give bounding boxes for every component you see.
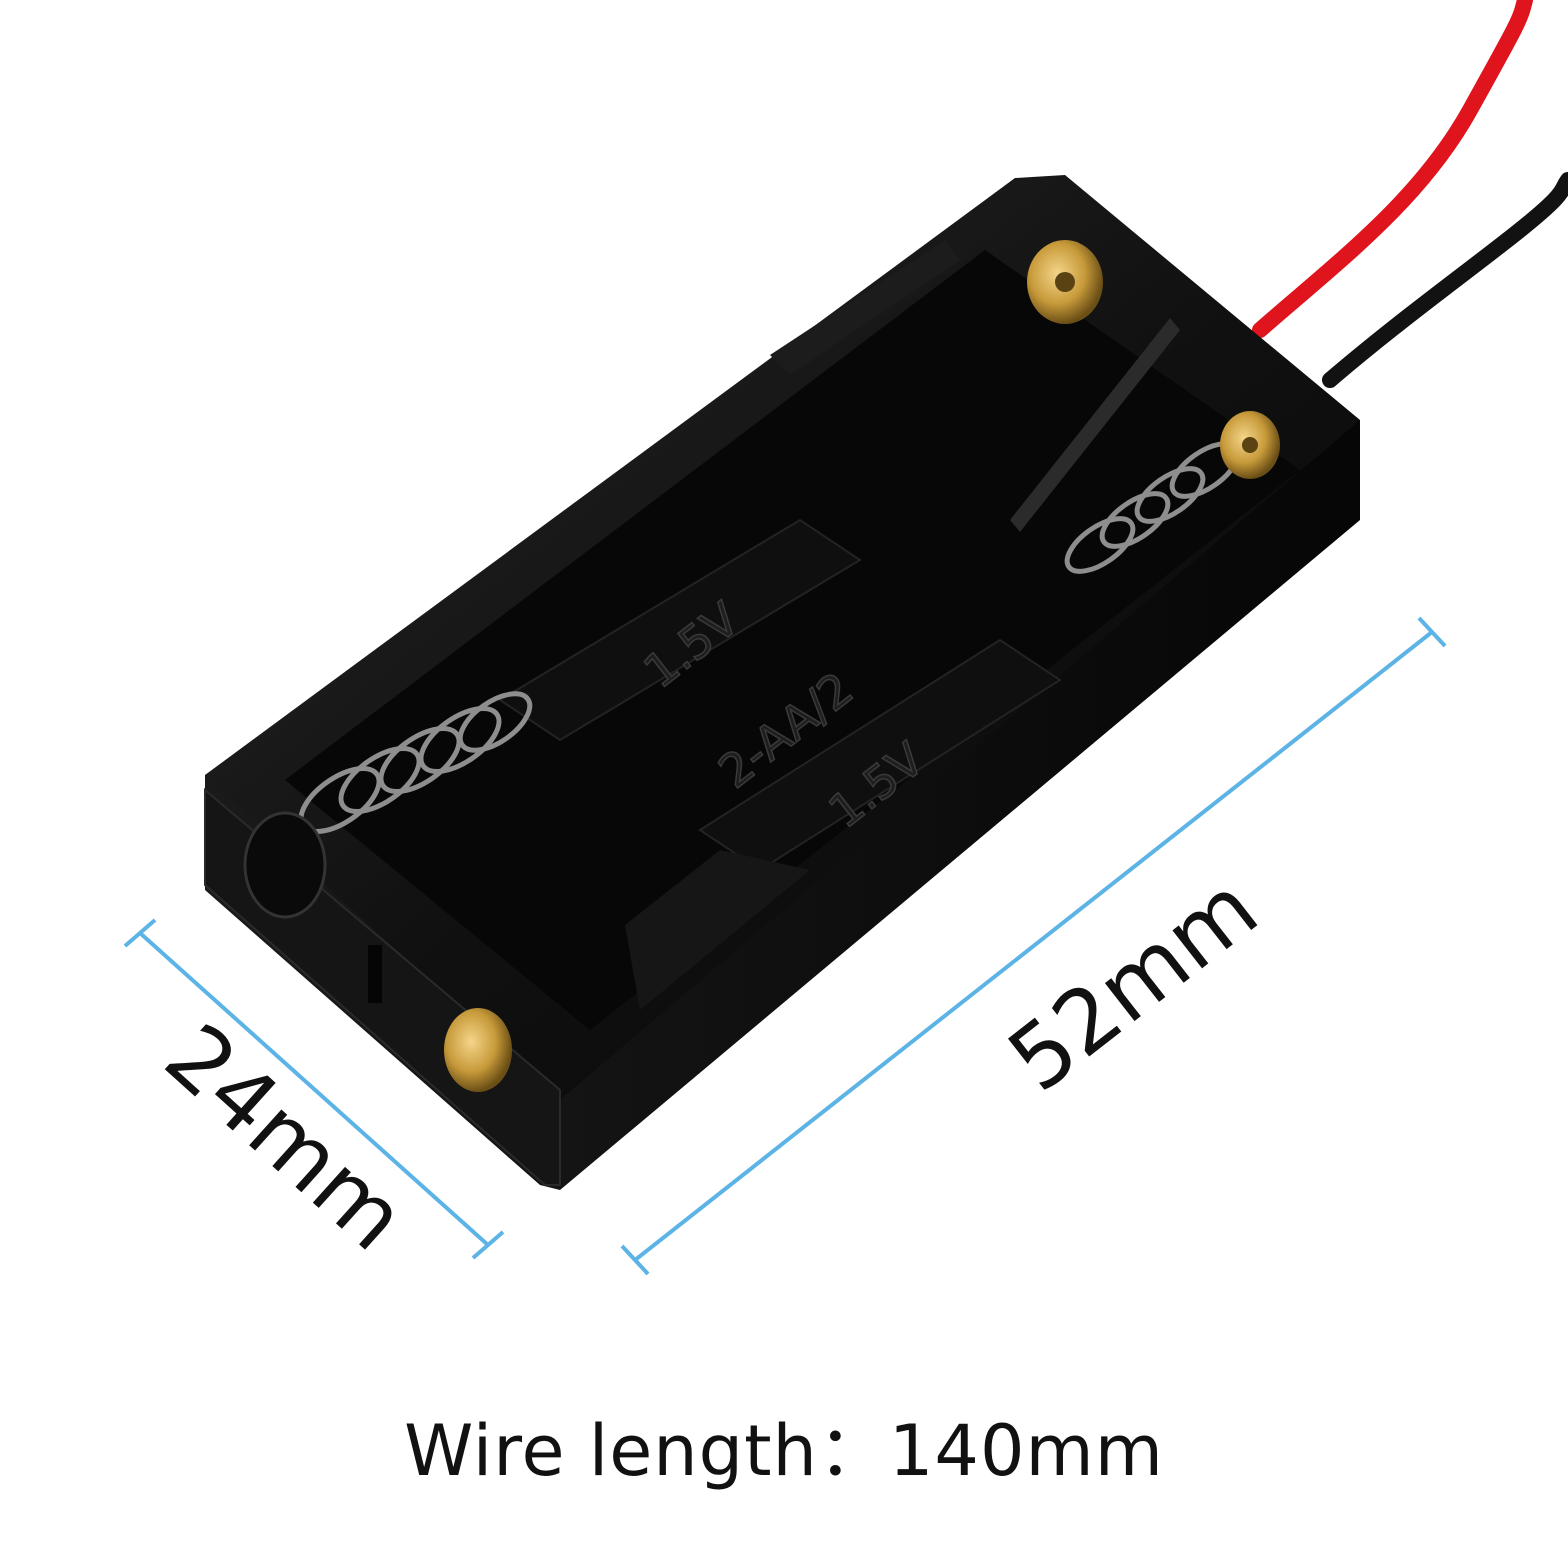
black-wire (1322, 172, 1568, 388)
width-cap-end (471, 1230, 505, 1260)
red-wire (1252, 0, 1533, 338)
length-cap-start (620, 1244, 650, 1276)
length-cap-end (1417, 616, 1447, 648)
width-cap-start (123, 918, 157, 948)
length-label: 52mm (990, 856, 1277, 1112)
length-line (633, 630, 1434, 1262)
dimension-width (123, 918, 505, 1260)
end-face-hole (243, 811, 327, 919)
dimension-length (620, 616, 1447, 1276)
width-line (138, 931, 490, 1247)
minus-mark (368, 945, 382, 1003)
rim-tab-top (770, 240, 960, 375)
wire-length-caption: Wire length：140mm (404, 1410, 1164, 1492)
rim-tab-bottom (625, 850, 810, 1010)
wires (1252, 0, 1568, 388)
brass-contacts (444, 240, 1280, 1092)
rivet-front (444, 1008, 512, 1092)
center-divider (1010, 318, 1180, 532)
end-face-markings (243, 811, 382, 1003)
battery-cavity (285, 250, 1300, 1030)
battery-holder (204, 175, 1360, 1190)
cavity-ridge-1 (498, 518, 862, 742)
